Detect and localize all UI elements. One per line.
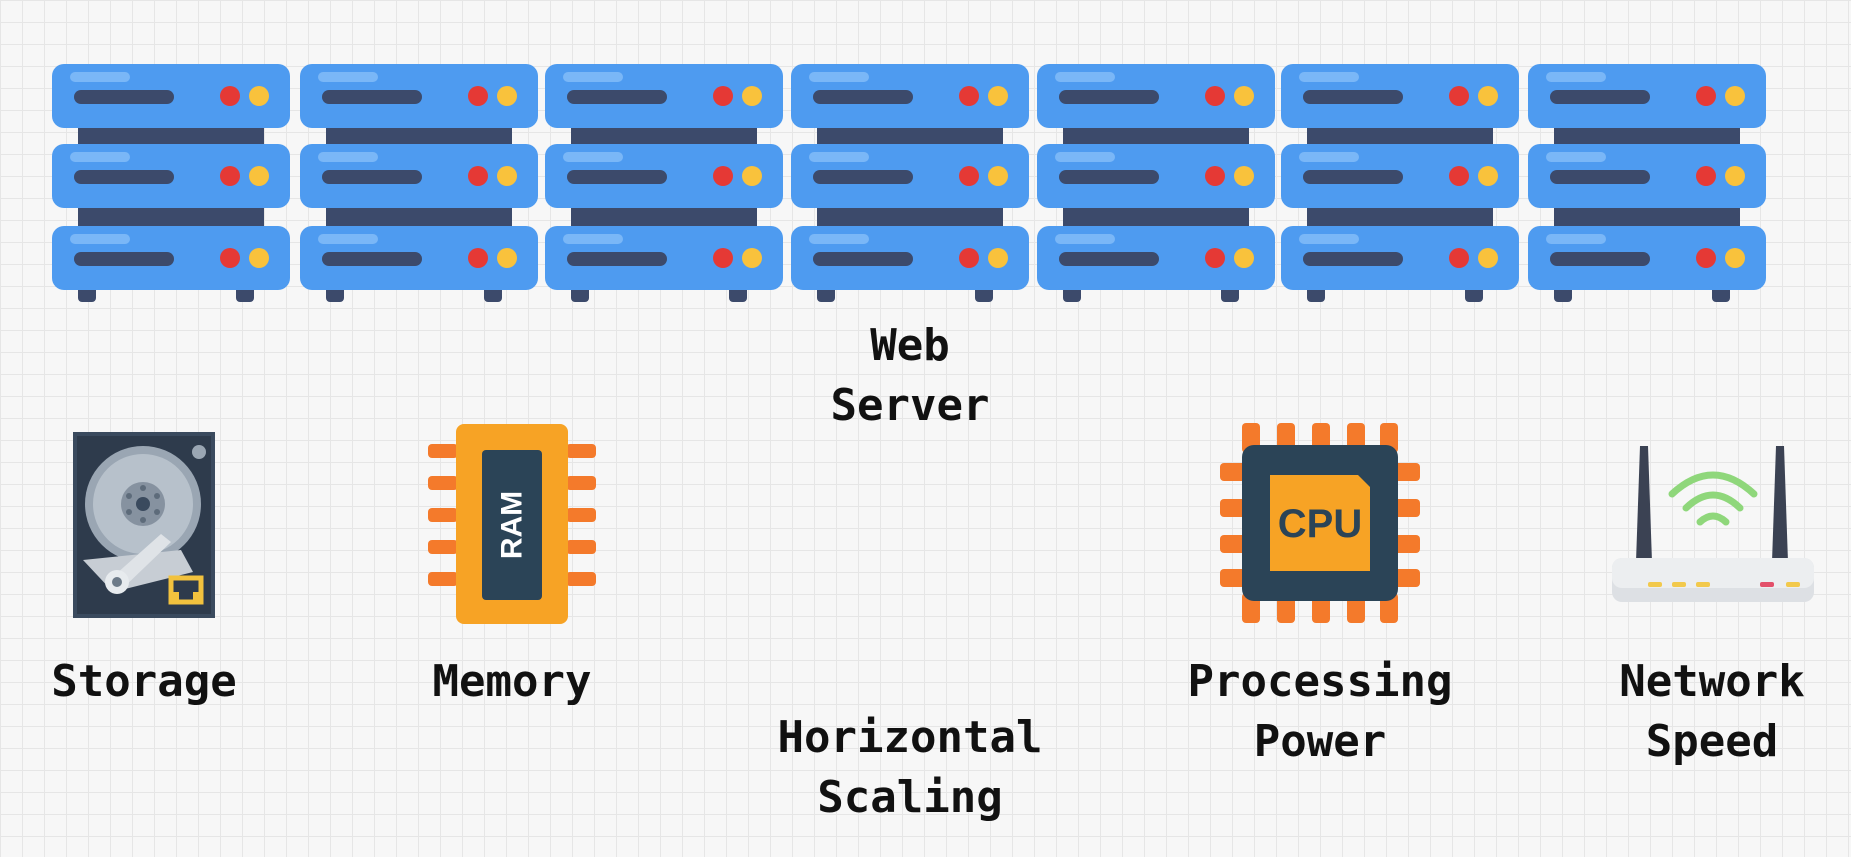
network-speed-label: Network Speed — [1582, 652, 1842, 772]
network-speed-label-line-1: Network — [1619, 656, 1805, 707]
cpu-chip-icon: CPU — [1220, 423, 1420, 623]
server-rack-icon — [300, 62, 538, 306]
server-rack-icon — [791, 62, 1029, 306]
processing-power-label-line-2: Power — [1253, 716, 1387, 767]
storage-label: Storage — [34, 652, 254, 712]
memory-label: Memory — [402, 652, 622, 712]
server-rack-icon — [545, 62, 783, 306]
horizontal-scaling-label: Horizontal Scaling — [760, 708, 1060, 828]
web-server-label: Web Server — [790, 316, 1030, 436]
server-rack-icon — [1281, 62, 1519, 306]
network-speed-label-line-2: Speed — [1645, 716, 1779, 767]
web-server-label-line-2: Server — [830, 380, 990, 431]
ram-chip-icon: RAM — [428, 424, 596, 624]
ram-chip-text: RAM — [496, 491, 529, 559]
horizontal-scaling-label-line-1: Horizontal — [777, 712, 1043, 763]
processing-power-label: Processing Power — [1170, 652, 1470, 772]
storage-label-text: Storage — [51, 656, 237, 707]
web-server-label-line-1: Web — [870, 320, 950, 371]
hard-drive-icon — [73, 432, 215, 618]
processing-power-label-line-1: Processing — [1187, 656, 1453, 707]
router-icon — [1612, 446, 1814, 602]
horizontal-scaling-label-line-2: Scaling — [817, 772, 1003, 823]
memory-label-text: Memory — [432, 656, 592, 707]
server-rack-icon — [1037, 62, 1275, 306]
cpu-chip-text: CPU — [1278, 502, 1362, 546]
server-rack-icon — [52, 62, 290, 306]
server-rack-icon — [1528, 62, 1766, 306]
